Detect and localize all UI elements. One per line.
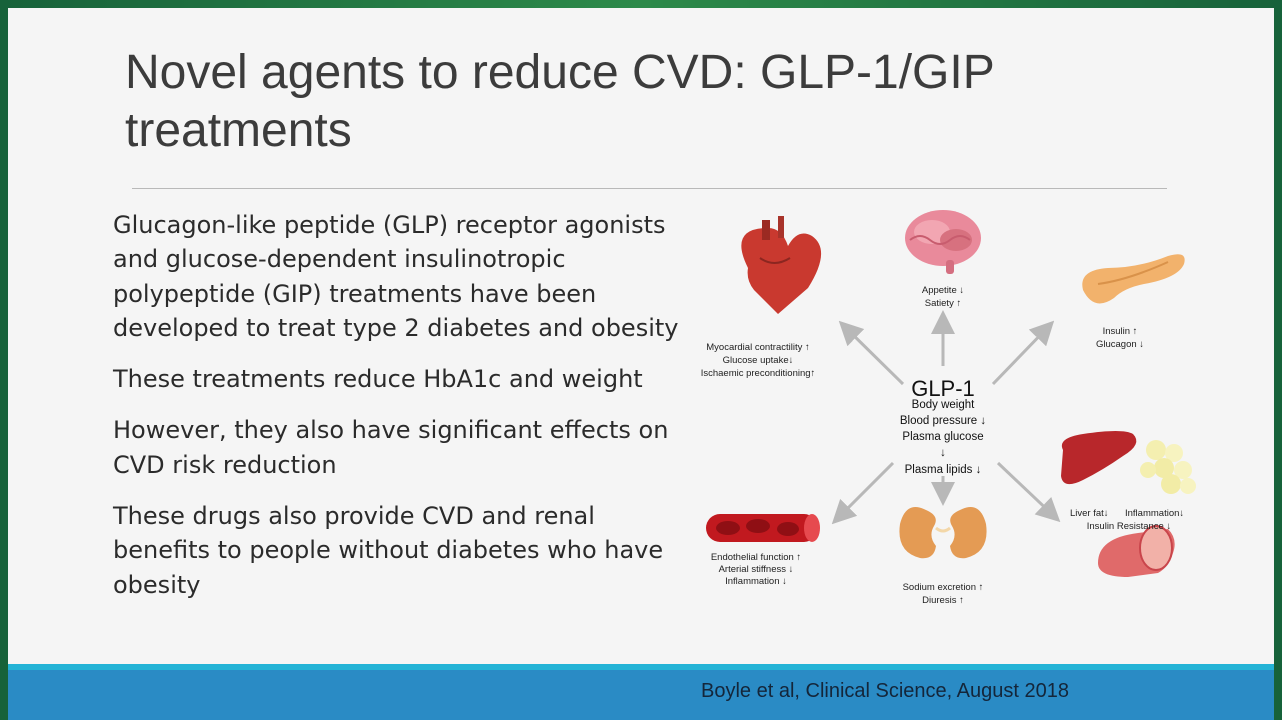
liver-effect-label: Inflammation↓ (1125, 508, 1184, 519)
center-effect-label: ↓ (940, 447, 946, 459)
bullet-item: Glucagon-like peptide (GLP) receptor ago… (113, 211, 679, 342)
glp1-center: GLP-1 Body weight Blood pressure ↓ Plasm… (900, 376, 986, 476)
pancreas-icon (1082, 254, 1185, 304)
liver-effects: Liver fat↓ Inflammation↓ Insulin Resista… (1070, 508, 1184, 532)
arrows (831, 310, 1061, 525)
center-effect-label: Plasma lipids ↓ (905, 464, 982, 476)
kidney-effect-label: Sodium excretion ↑ (903, 582, 984, 593)
pancreas-effect-label: Insulin ↑ (1103, 326, 1138, 337)
bullet-item: These drugs also provide CVD and renal b… (113, 502, 664, 599)
slide: Novel agents to reduce CVD: GLP-1/GIP tr… (8, 8, 1274, 720)
heart-effect-label: Myocardial contractility ↑ (706, 342, 809, 353)
kidney-icon (899, 507, 987, 559)
brain-icon (905, 210, 981, 274)
heart-effect-label: Glucose uptake↓ (723, 355, 794, 366)
arrow-up-left (838, 320, 905, 386)
vessel-effect-label: Arterial stiffness ↓ (719, 564, 794, 575)
bullet-item: However, they also have significant effe… (113, 416, 669, 479)
arrow-down-left (831, 461, 895, 525)
fat-cells-icon (1140, 440, 1196, 494)
pancreas-effects: Insulin ↑ Glucagon ↓ (1096, 326, 1144, 350)
bullet-item: These treatments reduce HbA1c and weight (113, 365, 643, 394)
slide-title: Novel agents to reduce CVD: GLP-1/GIP tr… (125, 46, 994, 157)
brain-effects: Appetite ↓ Satiety ↑ (922, 285, 964, 309)
center-effect-label: Body weight (912, 399, 975, 411)
heart-effects: Myocardial contractility ↑ Glucose uptak… (701, 342, 816, 379)
center-effect-label: Blood pressure ↓ (900, 415, 986, 427)
citation: Boyle et al, Clinical Science, August 20… (701, 680, 1069, 702)
arrow-up-right (991, 320, 1055, 386)
brain-effect-label: Appetite ↓ (922, 285, 964, 296)
vessel-effect-label: Inflammation ↓ (725, 576, 787, 587)
liver-effect-label: Liver fat↓ (1070, 508, 1109, 519)
center-effect-label: Plasma glucose (902, 431, 983, 443)
brain-effect-label: Satiety ↑ (925, 298, 961, 309)
heart-effect-label: Ischaemic preconditioning↑ (701, 368, 816, 379)
title-divider (132, 188, 1167, 189)
kidney-effects: Sodium excretion ↑ Diuresis ↑ (903, 582, 984, 606)
liver-effect-label: Insulin Resistance ↓ (1087, 521, 1171, 532)
vessel-effect-label: Endothelial function ↑ (711, 552, 801, 563)
vessel-effects: Endothelial function ↑ Arterial stiffnes… (711, 552, 801, 587)
kidney-effect-label: Diuresis ↑ (922, 595, 964, 606)
glp1-effects-diagram: Appetite ↓ Satiety ↑ Myocardial contract… (701, 210, 1196, 606)
liver-icon (1061, 431, 1137, 485)
bullet-list: Glucagon-like peptide (GLP) receptor ago… (113, 208, 683, 619)
footer-band (8, 664, 1274, 720)
heart-icon (741, 216, 822, 314)
blood-vessel-icon (706, 514, 820, 542)
glp1-title: GLP-1 (911, 376, 975, 401)
arrow-down-right (996, 461, 1061, 523)
pancreas-effect-label: Glucagon ↓ (1096, 339, 1144, 350)
muscle-icon (1098, 525, 1175, 577)
